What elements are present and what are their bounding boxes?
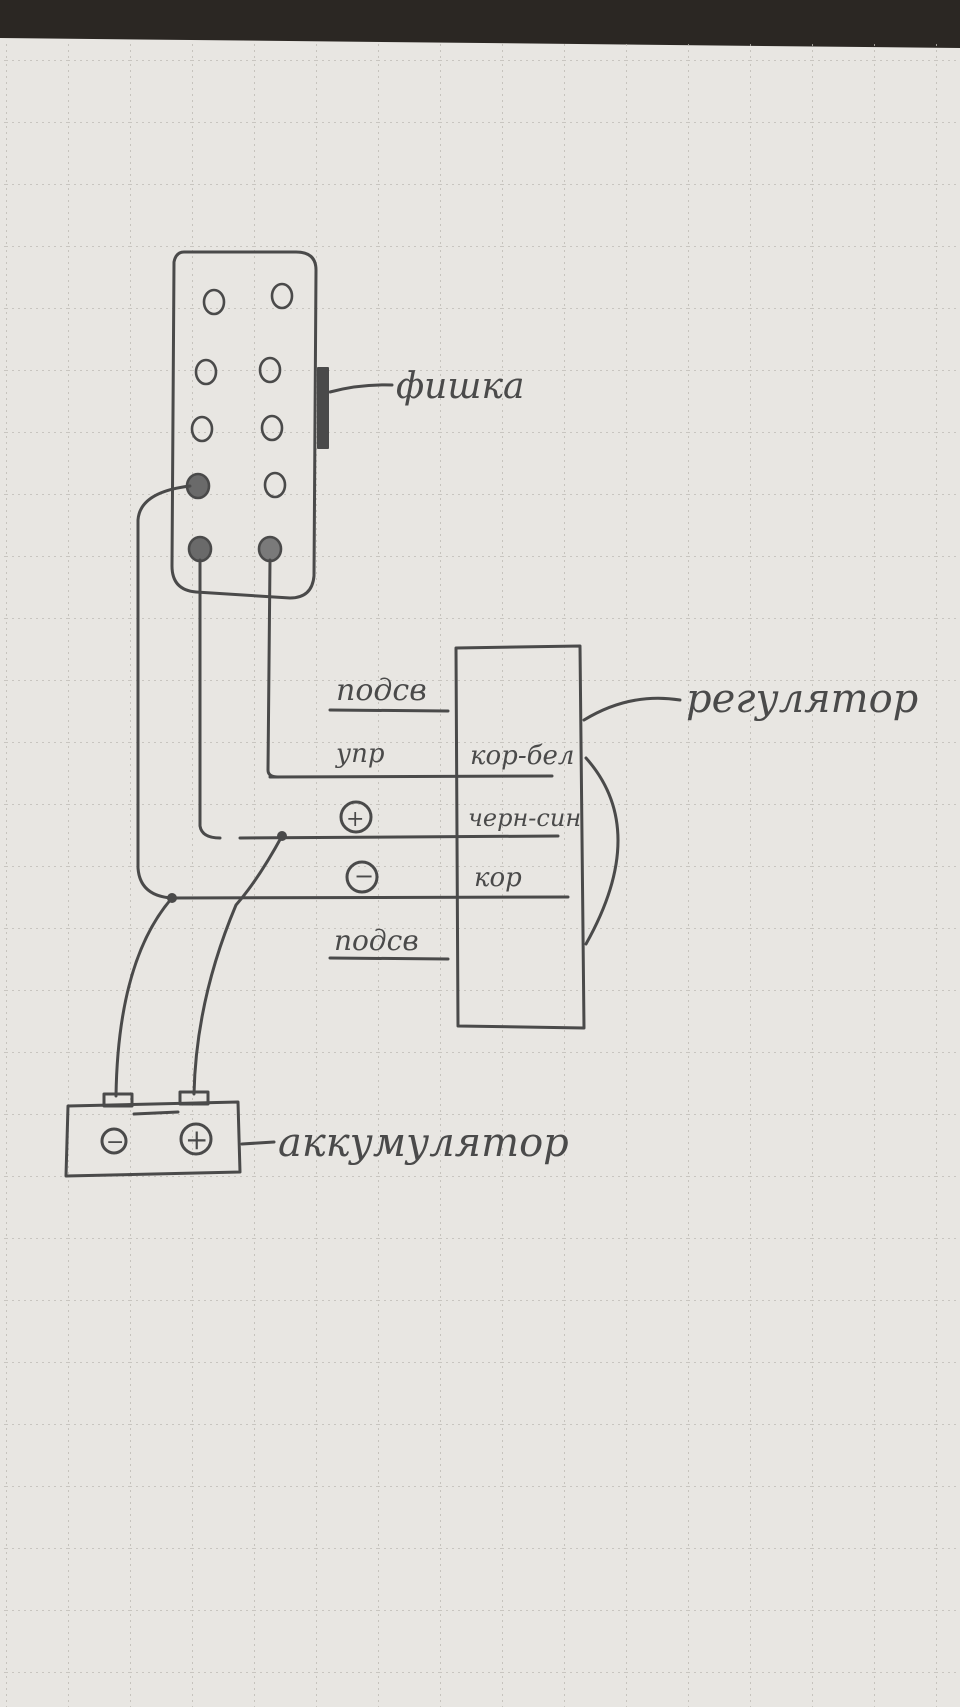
terminal-control: упр [335,739,385,769]
terminal-line-5 [328,956,450,961]
regulator-box [454,644,586,1030]
pin-3 [194,358,218,386]
terminal-line-1 [328,708,450,713]
regulator-leader-line [582,696,682,722]
battery-negative-sign: − [106,1130,124,1155]
connector-body [170,250,318,600]
battery-negative-post [102,1092,134,1108]
wire-battery-negative [114,896,174,1098]
pin-1 [202,288,226,316]
connector-label: фишка [396,366,524,407]
grid-lines [0,40,960,1707]
battery-leader-line [240,1140,276,1146]
wire-battery-positive [192,834,284,1096]
plus-terminal-circle [339,800,373,834]
wire-plus [198,558,222,840]
battery-label: аккумулятор [278,1120,569,1166]
minus-terminal-circle [345,860,379,894]
terminal-line-4 [168,895,570,900]
wire-color-black-blue: черн-син [468,804,581,832]
battery-cap-line [132,1110,180,1116]
pin-5 [190,415,214,443]
connector-leader-line [328,383,394,394]
wire-color-brown: кор [474,863,522,893]
pin-6 [260,414,284,442]
pin-7 [263,471,287,499]
pin-10 [257,535,283,563]
terminal-plus-sign: + [346,807,364,832]
junction-plus [277,831,287,841]
pin-2 [270,282,294,310]
terminal-line-3 [238,834,560,840]
junction-minus [167,893,177,903]
regulator-label: регулятор [686,676,918,722]
terminal-backlight-bottom: подсв [334,924,419,957]
battery-negative-circle [100,1127,128,1155]
pin-4 [258,356,282,384]
terminal-line-2 [268,774,554,779]
terminal-backlight-top: подсв [336,673,427,708]
battery-positive-sign: + [185,1123,208,1156]
battery-positive-post [178,1090,210,1106]
wire-minus-loop [136,484,192,900]
battery-positive-circle [179,1122,213,1156]
pin-9 [187,535,213,563]
terminal-minus-sign: − [354,862,374,890]
connector-latch [317,367,329,449]
connector-pins [185,282,294,563]
wire-control [266,558,280,779]
wire-color-brown-white: кор-бел [470,741,574,771]
backlight-jumper [584,756,620,946]
